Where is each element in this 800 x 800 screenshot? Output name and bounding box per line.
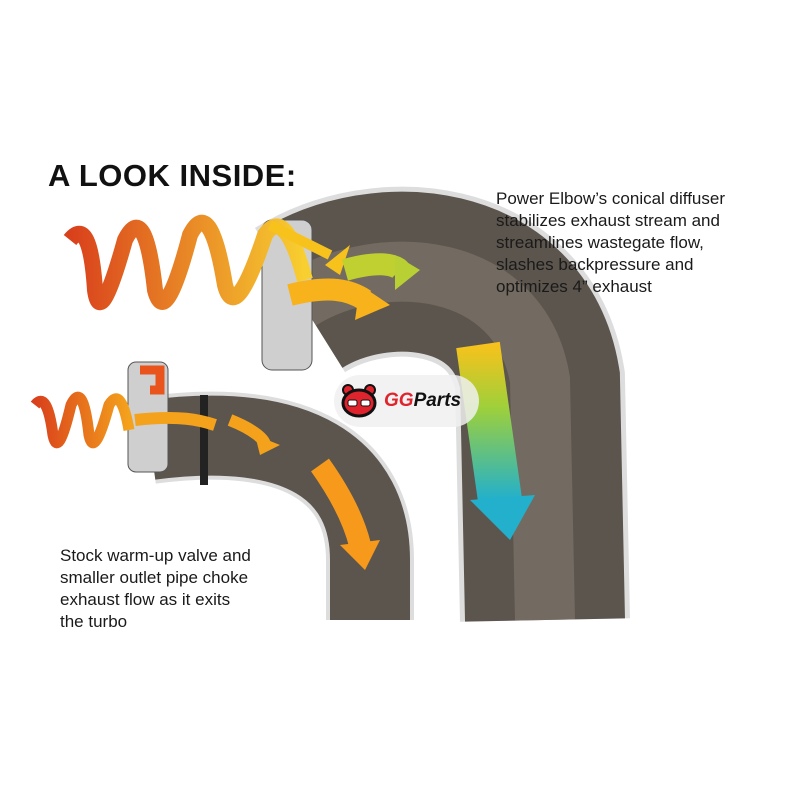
ggparts-watermark: GGParts: [334, 375, 479, 427]
caption-line: optimizes 4” exhaust: [496, 277, 652, 296]
caption-line: smaller outlet pipe choke: [60, 568, 249, 587]
flow-arrows-right: [267, 220, 535, 540]
exhaust-spiral-top: [63, 214, 313, 311]
brand-parts: Parts: [413, 390, 462, 411]
flow-arrows-left: [134, 365, 380, 570]
caption-line: Stock warm-up valve and: [60, 546, 251, 565]
caption-line: the turbo: [60, 612, 128, 631]
brand-gg: GG: [384, 390, 414, 411]
stock-pipe-caption: Stock warm-up valve and smaller outlet p…: [60, 545, 251, 633]
power-elbow-caption: Power Elbow’s conical diffuser stabilize…: [496, 188, 725, 298]
mascot-logo-icon: [341, 384, 377, 418]
caption-line: exhaust flow as it exits: [60, 590, 231, 609]
exhaust-spiral-bottom: [30, 391, 135, 449]
caption-line: slashes backpressure and: [496, 255, 694, 274]
caption-line: streamlines wastegate flow,: [496, 233, 704, 252]
page-title: A LOOK INSIDE:: [48, 158, 297, 193]
caption-line: stabilizes exhaust stream and: [496, 211, 720, 230]
caption-line: Power Elbow’s conical diffuser: [496, 189, 725, 208]
